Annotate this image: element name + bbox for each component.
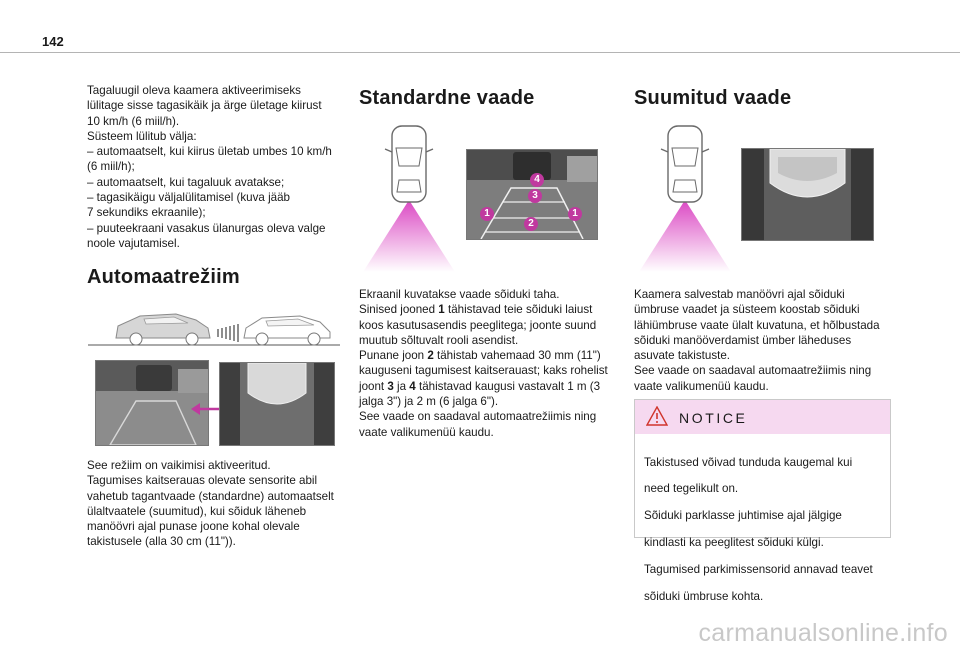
text-line: Tagumised parkimissensorid annavad teave… [644, 563, 873, 577]
text-line: – automaatselt, kui tagaluuk avatakse; [87, 175, 285, 189]
col1-intro-lines: Tagaluugil oleva kaamera aktiveerimiseks… [87, 83, 347, 251]
text-line: kauguseni tagumisest kaitserauast; kaks … [359, 364, 608, 378]
text-line: lülitage sisse tagasikäik ja ärge ületag… [87, 99, 322, 113]
notice-box: NOTICE Takistused võivad tunduda kaugema… [634, 399, 891, 603]
heading-zoomed-view: Suumitud vaade [634, 87, 792, 109]
col1-intro: Tagaluugil oleva kaamera aktiveerimiseks… [87, 83, 347, 251]
text-line: Tagumises kaitserauas olevate sensorite … [87, 474, 318, 488]
text-line: vaate valikumenüü kaudu. [359, 425, 494, 439]
text-line: – puuteekraani vasakus ülanurgas oleva v… [87, 221, 326, 235]
text-line: ülaltvaatele (suumitud), kui sõiduk lähe… [87, 504, 307, 518]
notice-title: NOTICE [679, 410, 748, 426]
text-line: noole vajutamisel. [87, 236, 180, 250]
notice-body: Takistused võivad tunduda kaugemal kui ne… [644, 443, 884, 616]
text-line: Tagaluugil oleva kaamera aktiveerimiseks [87, 84, 301, 97]
text-line: Sõiduki parklasse juhtimise ajal jälgige [644, 509, 842, 523]
text-line: asuvate takistuste. [634, 349, 731, 363]
warning-triangle-icon [646, 406, 668, 426]
notice-lines: Takistused võivad tunduda kaugemal kui ne… [644, 455, 884, 605]
obstacle-car-icon [243, 315, 331, 346]
text-line: need tegelikult on. [644, 482, 739, 496]
col3-body: Kaamera salvestab manöövri ajal sõiduki ü… [634, 287, 894, 394]
page-number: 142 [42, 34, 64, 49]
car-side-view-illustration [88, 302, 340, 348]
col3-body-lines: Kaamera salvestab manöövri ajal sõiduki ü… [634, 287, 894, 394]
car-top-view-illustration [355, 122, 463, 272]
car-top-view-icon [660, 125, 710, 203]
col1-body-lines: See režiim on vaikimisi aktiveeritud. Tag… [87, 458, 347, 550]
rear-camera-zoomed-view [741, 148, 874, 241]
text-line: – tagasikäigu väljalülitamisel (kuva jää… [87, 191, 290, 205]
col1-body: See režiim on vaikimisi aktiveeritud. Tag… [87, 458, 347, 550]
text-line: lähiümbruse vaate ülalt kuvatuna, et hõl… [634, 318, 880, 332]
marker-1-right: 1 [568, 207, 582, 221]
car-top-view-icon [384, 125, 434, 203]
text-line: kindlasti ka peeglitest sõiduki külgi. [644, 536, 824, 550]
text-line: See vaade on saadaval automaatrežiimis n… [634, 364, 872, 378]
text-line: vaate valikumenüü kaudu. [634, 379, 769, 393]
watermark: carmanualsonline.info [698, 619, 948, 647]
text-line: ümbruse vaadet ja süsteem koostab sõiduk… [634, 303, 860, 317]
text-line: jalga 3") ja 2 m (6 jalga 6"). [359, 395, 499, 409]
text-line: muutub sõltuvalt rooli asendist. [359, 333, 519, 347]
text-line: vahetub tagantvaade (standardne) automaa… [87, 489, 334, 503]
text-line: Süsteem lülitub välja: [87, 129, 197, 143]
text-line: takistusele (alla 30 cm (11")). [87, 535, 236, 549]
text-line: joont 3 ja 4 tähistavad kaugusi vastaval… [359, 379, 601, 393]
text-line: 10 km/h (6 miil/h). [87, 114, 180, 128]
text-line: 7 sekundiks ekraanile); [87, 206, 206, 220]
text-line: Kaamera salvestab manöövri ajal sõiduki [634, 288, 845, 301]
heading-standard-view: Standardne vaade [359, 87, 535, 109]
text-line: Takistused võivad tunduda kaugemal kui [644, 455, 853, 469]
text-line: manöövri ajal punase joone kohal olevale [87, 520, 300, 534]
text-line: sõiduki ümbruse kohta. [644, 590, 764, 604]
marker-2: 2 [524, 217, 538, 231]
marker-1-left: 1 [480, 207, 494, 221]
text-line: – automaatselt, kui kiirus ületab umbes … [87, 145, 332, 159]
text-line: See režiim on vaikimisi aktiveeritud. [87, 459, 271, 472]
col2-body-lines: Ekraanil kuvatakse vaade sõiduki taha. Si… [359, 287, 619, 440]
text-line: Sinised jooned 1 tähistavad teie sõiduki… [359, 303, 593, 317]
rear-camera-view-zoomed [219, 362, 335, 446]
marker-3: 3 [528, 189, 542, 203]
car-top-view-illustration-2 [631, 122, 739, 272]
text-line: Punane joon 2 tähistab vahemaad 30 mm (1… [359, 349, 601, 363]
rear-camera-view-standard [95, 360, 209, 446]
car-side-view-icon [115, 313, 211, 346]
header-rule [0, 52, 960, 53]
text-line: sõiduki manööverdamist ümber läheduses [634, 333, 852, 347]
text-line: (6 miil/h); [87, 160, 135, 174]
text-line: See vaade on saadaval automaatrežiimis n… [359, 410, 597, 424]
text-line: koos kasutusasendis peeglitega; joonte s… [359, 318, 597, 332]
marker-4: 4 [530, 173, 544, 187]
camera-markers: 4 3 1 2 1 [466, 149, 596, 238]
notice-header: NOTICE [635, 400, 890, 434]
text-line: Ekraanil kuvatakse vaade sõiduki taha. [359, 288, 560, 301]
col2-body: Ekraanil kuvatakse vaade sõiduki taha. Si… [359, 287, 619, 440]
heading-automatic-mode: Automaatrežiim [87, 266, 240, 288]
